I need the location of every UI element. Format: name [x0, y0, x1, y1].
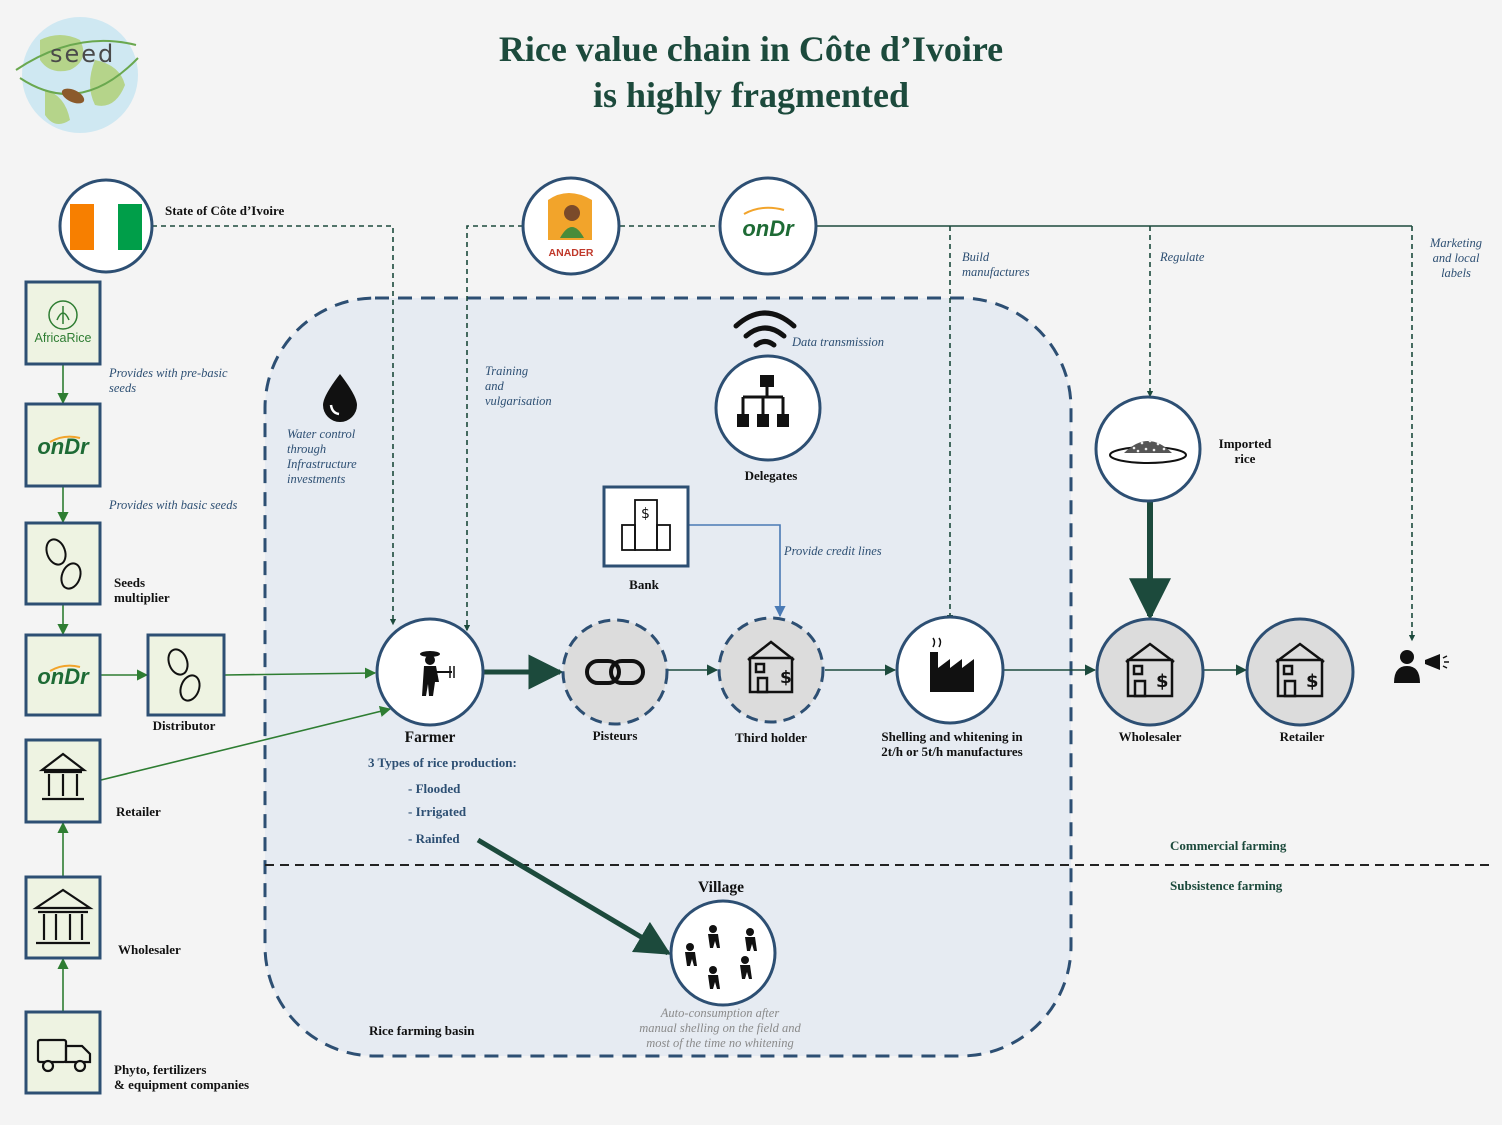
- third-holder-label: Third holder: [735, 730, 807, 745]
- retailer-left-label: Retailer: [116, 804, 161, 819]
- bank-label: Bank: [629, 577, 659, 592]
- data-transmission-note: Data transmission: [792, 335, 885, 349]
- wholesaler-building-icon-right: [1125, 642, 1175, 698]
- pisteurs-node: [561, 618, 669, 726]
- regulate-note: Regulate: [1160, 250, 1205, 264]
- bank-building-icon: [621, 499, 671, 551]
- farmer-node: [375, 617, 485, 727]
- truck-icon: [36, 1038, 92, 1073]
- ondr-logo-text-top: onDr: [742, 216, 794, 241]
- seeds-multiplier-label-1: Seeds: [114, 575, 146, 590]
- ondr-box-1: [24, 402, 102, 488]
- ondr-logo-text-1: onDr: [37, 434, 89, 459]
- bank-to-thirdholder-arrow: [688, 524, 786, 618]
- retailer-building-icon: [38, 752, 88, 801]
- retailer-right-node: $: [1245, 617, 1355, 727]
- farmer-label: Farmer: [404, 729, 456, 746]
- wholesaler-right-node: $: [1095, 617, 1205, 727]
- farmer-production-heading: 3 Types of rice production:: [368, 755, 517, 770]
- svg-text:$: $: [1306, 671, 1319, 692]
- farmer-icon: [420, 651, 455, 696]
- ondr-box-2: [24, 633, 102, 717]
- retailer-to-farmer-arrow: [100, 705, 392, 781]
- state-node: [58, 178, 154, 274]
- seeds-icon: [45, 538, 82, 590]
- anader-node: [521, 176, 621, 276]
- retailer-right-label: Retailer: [1279, 729, 1325, 744]
- bank-node: $: [602, 485, 690, 568]
- shelling-node: [895, 615, 1005, 725]
- distributor-to-farmer-arrow: [224, 667, 377, 679]
- imported-rice-label-1: Imported: [1218, 436, 1272, 451]
- imported-rice-node: [1094, 395, 1202, 503]
- phyto-label-1: Phyto, fertilizers: [114, 1062, 207, 1077]
- wholesaler-left-label: Wholesaler: [118, 942, 181, 957]
- title-line-1: Rice value chain in Côte d’Ivoire: [498, 29, 1004, 69]
- distributor-box: [146, 633, 226, 717]
- production-type-irrigated: - Irrigated: [408, 804, 467, 819]
- title-line-2: is highly fragmented: [592, 75, 909, 115]
- chain-link-icon: [585, 659, 645, 685]
- factory-icon: [930, 637, 974, 692]
- hierarchy-icon: [737, 375, 789, 427]
- third-holder-node: $: [717, 616, 825, 724]
- seeds-multiplier-label-2: multiplier: [114, 590, 170, 605]
- basic-seeds-note: Provides with basic seeds: [109, 498, 238, 512]
- distributor-label: Distributor: [152, 718, 216, 733]
- africarice-emblem-icon: [48, 300, 78, 330]
- subsistence-farming-label: Subsistence farming: [1170, 878, 1283, 893]
- wholesaler-building-icon: [32, 888, 94, 945]
- anader-logo-text: ANADER: [548, 247, 594, 259]
- shelling-label-2: 2t/h or 5t/h manufactures: [881, 744, 1023, 759]
- phyto-label-2: & equipment companies: [114, 1077, 250, 1092]
- rice-plate-icon: [1109, 439, 1187, 464]
- state-to-farmer-line: [152, 225, 397, 626]
- ondr-logo-text-2: onDr: [37, 664, 89, 689]
- delegates-label: Delegates: [744, 468, 798, 483]
- shelling-label-1: Shelling and whitening in: [881, 729, 1023, 744]
- commercial-farming-label: Commercial farming: [1170, 838, 1287, 853]
- basin-label: Rice farming basin: [369, 1023, 475, 1038]
- wholesaler-right-label: Wholesaler: [1118, 729, 1182, 744]
- anader-to-farmer-line: [463, 225, 523, 632]
- flag-green-stripe: [118, 204, 142, 250]
- imported-rice-label-2: rice: [1234, 451, 1256, 466]
- village-farmers-icon: [685, 925, 757, 989]
- ondr-top-node: [718, 176, 818, 276]
- flag-orange-stripe: [70, 204, 94, 250]
- seed-logo-text: seed: [50, 40, 116, 68]
- money-building-icon: [747, 640, 795, 694]
- credit-lines-note: Provide credit lines: [784, 544, 882, 558]
- wifi-icon: [733, 310, 797, 348]
- svg-text:$: $: [641, 506, 650, 522]
- production-type-flooded: - Flooded: [408, 781, 461, 796]
- retailer-building-icon-right: [1275, 642, 1325, 698]
- village-label: Village: [698, 879, 744, 896]
- africarice-logo-text: AfricaRice: [34, 331, 92, 345]
- production-type-rainfed: - Rainfed: [408, 831, 460, 846]
- delegates-node: [714, 354, 822, 462]
- distributor-seeds-icon: [167, 648, 201, 702]
- village-node: [669, 899, 777, 1007]
- svg-text:$: $: [1156, 671, 1169, 692]
- consumer-megaphone-icon: [1394, 650, 1449, 683]
- pisteurs-label: Pisteurs: [592, 728, 638, 743]
- svg-text:$: $: [780, 668, 792, 688]
- wholesaler-left-box: [24, 875, 102, 960]
- seed-globe-logo: [15, 17, 139, 133]
- state-label: State of Côte d’Ivoire: [165, 203, 285, 218]
- farmer-to-village-arrow: [476, 837, 672, 956]
